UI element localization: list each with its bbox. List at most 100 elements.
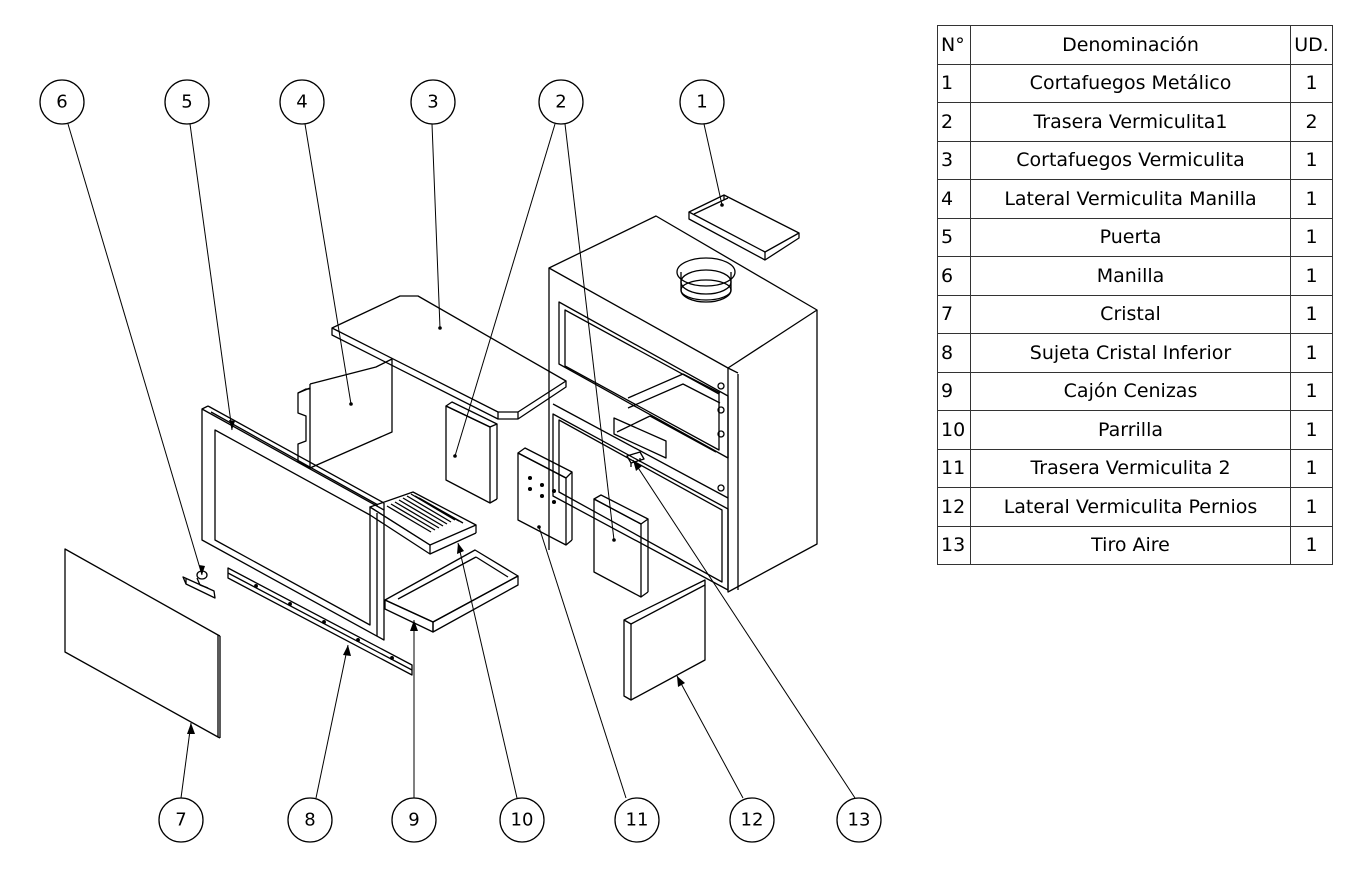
part-cajon-cenizas: [384, 549, 519, 633]
row-name: Cristal: [970, 294, 1291, 334]
table-row: 12 Lateral Vermiculita Pernios 1: [937, 487, 1333, 527]
row-name: Parrilla: [970, 410, 1291, 450]
part-cortafuegos-metalico: [688, 194, 800, 261]
row-number: 5: [937, 217, 971, 257]
part-tiro-aire: [626, 451, 645, 467]
row-name: Sujeta Cristal Inferior: [970, 333, 1291, 373]
balloon-5: 5: [164, 79, 210, 125]
row-number: 8: [937, 333, 971, 373]
svg-text:6: 6: [56, 92, 67, 113]
row-number: 12: [937, 487, 971, 527]
table-row: 10 Parrilla 1: [937, 410, 1333, 450]
row-number: 3: [937, 140, 971, 180]
balloon-3: 3: [410, 79, 456, 125]
table-row: 5 Puerta 1: [937, 217, 1333, 257]
part-cortafuegos-vermiculita: [331, 295, 567, 420]
row-number: 9: [937, 371, 971, 411]
balloon-6: 6: [39, 79, 85, 125]
table-row: 8 Sujeta Cristal Inferior 1: [937, 333, 1333, 373]
table-row: 9 Cajón Cenizas 1: [937, 371, 1333, 411]
balloon-11: 11: [614, 797, 660, 843]
header-number: N°: [937, 25, 971, 65]
row-name: Cajón Cenizas: [970, 371, 1291, 411]
row-quantity: 1: [1290, 525, 1333, 565]
svg-text:7: 7: [175, 810, 186, 831]
table-row: 13 Tiro Aire 1: [937, 525, 1333, 565]
balloon-7: 7: [158, 797, 204, 843]
row-name: Cortafuegos Vermiculita: [970, 140, 1291, 180]
row-number: 13: [937, 525, 971, 565]
balloon-1: 1: [679, 79, 725, 125]
row-number: 11: [937, 448, 971, 488]
part-lateral-vermiculita-manilla: [297, 358, 393, 469]
balloon-12: 12: [729, 797, 775, 843]
row-name: Manilla: [970, 256, 1291, 296]
svg-text:11: 11: [626, 810, 649, 831]
row-number: 4: [937, 179, 971, 219]
row-name: Tiro Aire: [970, 525, 1291, 565]
table-row: 1 Cortafuegos Metálico 1: [937, 63, 1333, 103]
row-name: Trasera Vermiculita 2: [970, 448, 1291, 488]
header-quantity: UD.: [1290, 25, 1333, 65]
part-trasera-vermiculita-2: [517, 447, 573, 546]
part-manilla: [182, 570, 216, 599]
row-quantity: 1: [1290, 410, 1333, 450]
table-row: 7 Cristal 1: [937, 294, 1333, 334]
row-number: 2: [937, 102, 971, 142]
balloon-8: 8: [287, 797, 333, 843]
part-cristal: [64, 548, 221, 739]
svg-text:4: 4: [296, 92, 307, 113]
svg-text:9: 9: [408, 810, 419, 831]
svg-text:10: 10: [511, 810, 534, 831]
table-row: 2 Trasera Vermiculita1 2: [937, 102, 1333, 142]
table-row: 4 Lateral Vermiculita Manilla 1: [937, 179, 1333, 219]
part-trasera-vermiculita-right: [593, 494, 649, 598]
svg-text:5: 5: [181, 92, 192, 113]
balloon-13: 13: [836, 797, 882, 843]
part-sujeta-cristal: [227, 567, 413, 676]
table-row: 11 Trasera Vermiculita 2 1: [937, 448, 1333, 488]
row-quantity: 1: [1290, 333, 1333, 373]
table-row: 6 Manilla 1: [937, 256, 1333, 296]
row-quantity: 1: [1290, 294, 1333, 334]
row-name: Lateral Vermiculita Manilla: [970, 179, 1291, 219]
leader-arrowheads: [187, 203, 724, 734]
row-quantity: 2: [1290, 102, 1333, 142]
part-trasera-vermiculita-left: [445, 401, 498, 504]
header-name: Denominación: [970, 25, 1291, 65]
part-lateral-vermiculita-pernios: [623, 579, 706, 701]
svg-text:12: 12: [741, 810, 764, 831]
row-quantity: 1: [1290, 140, 1333, 180]
row-quantity: 1: [1290, 256, 1333, 296]
row-number: 1: [937, 63, 971, 103]
balloon-10: 10: [499, 797, 545, 843]
balloon-9: 9: [391, 797, 437, 843]
svg-text:2: 2: [555, 92, 566, 113]
row-name: Puerta: [970, 217, 1291, 257]
part-stove-body: [548, 215, 818, 593]
part-parrilla: [369, 491, 477, 555]
row-name: Trasera Vermiculita1: [970, 102, 1291, 142]
row-number: 7: [937, 294, 971, 334]
parts-list-table: N° Denominación UD. 1 Cortafuegos Metáli…: [937, 25, 1333, 565]
table-row: 3 Cortafuegos Vermiculita 1: [937, 140, 1333, 180]
row-quantity: 1: [1290, 217, 1333, 257]
row-quantity: 1: [1290, 371, 1333, 411]
row-name: Cortafuegos Metálico: [970, 63, 1291, 103]
row-quantity: 1: [1290, 487, 1333, 527]
part-puerta: [201, 405, 385, 641]
leader-lines: [67, 123, 856, 799]
svg-text:3: 3: [427, 92, 438, 113]
balloon-2: 2: [538, 79, 584, 125]
balloon-4: 4: [279, 79, 325, 125]
svg-text:8: 8: [304, 810, 315, 831]
row-name: Lateral Vermiculita Pernios: [970, 487, 1291, 527]
row-quantity: 1: [1290, 448, 1333, 488]
svg-text:13: 13: [848, 810, 871, 831]
row-quantity: 1: [1290, 63, 1333, 103]
row-number: 6: [937, 256, 971, 296]
svg-text:1: 1: [696, 92, 707, 113]
row-number: 10: [937, 410, 971, 450]
row-quantity: 1: [1290, 179, 1333, 219]
